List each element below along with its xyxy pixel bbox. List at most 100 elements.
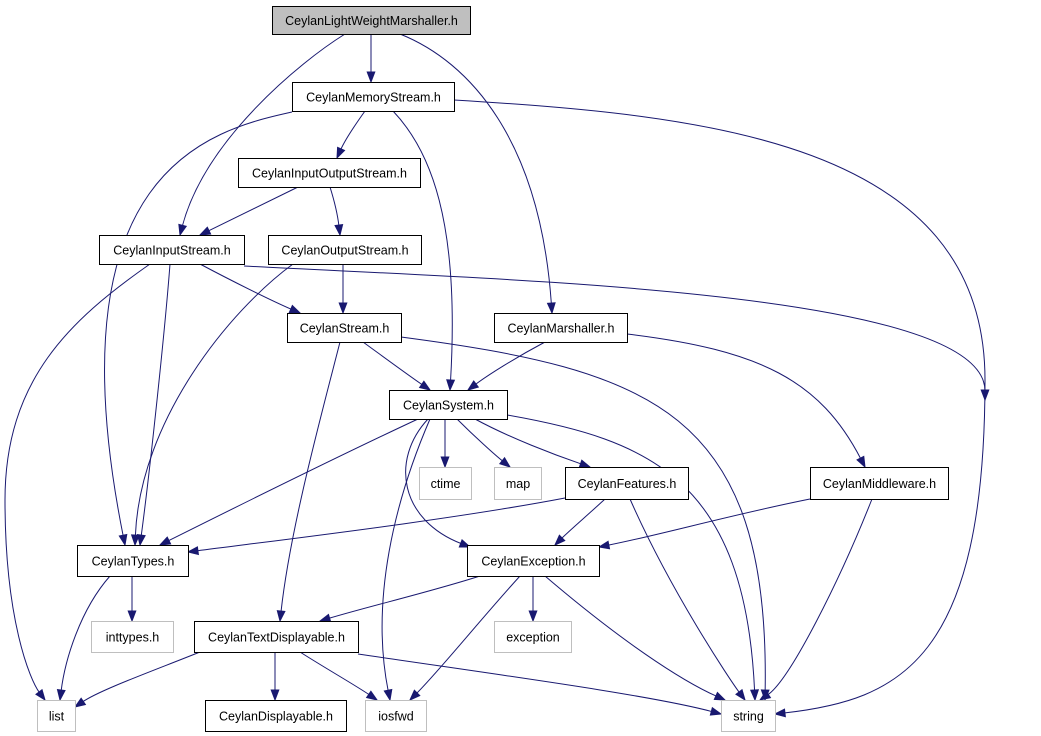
edge-line: [561, 498, 606, 539]
node-box: [467, 545, 600, 577]
node-middleware[interactable]: CeylanMiddleware.h: [810, 467, 949, 500]
node-box: [494, 313, 628, 343]
edge-instream-to-list: [4, 263, 151, 702]
node-features[interactable]: CeylanFeatures.h: [565, 467, 689, 500]
edge-textdisp-to-disp: [270, 651, 280, 702]
edge-exception_h-to-textdisp: [318, 575, 481, 623]
arrow-head-icon: [409, 689, 421, 701]
edge-memstream-to-system: [392, 110, 456, 392]
node-label: CeylanOutputStream.h: [281, 244, 408, 258]
node-iostream[interactable]: CeylanInputOutputStream.h: [238, 158, 421, 188]
arrow-head-icon: [198, 226, 212, 236]
node-exception_h[interactable]: CeylanException.h: [467, 545, 600, 577]
edge-line: [167, 418, 419, 542]
node-label: CeylanTypes.h: [92, 555, 175, 569]
arrow-head-icon: [270, 689, 280, 702]
arrow-head-icon: [546, 302, 556, 315]
edge-memstream-to-iostream: [336, 110, 366, 160]
arrow-head-icon: [158, 536, 172, 546]
node-exception: exception: [494, 621, 572, 653]
node-disp[interactable]: CeylanDisplayable.h: [205, 700, 347, 732]
edge-marshaller-to-system: [466, 341, 546, 391]
edge-middleware-to-exception_h: [597, 498, 811, 550]
edge-line: [357, 653, 713, 713]
node-label: inttypes.h: [106, 631, 160, 645]
edge-exception_h-to-exception: [528, 576, 538, 623]
node-ctime: ctime: [419, 467, 472, 500]
edge-line: [340, 110, 366, 150]
node-instream[interactable]: CeylanInputStream.h: [99, 235, 245, 265]
edge-system-to-map: [456, 418, 512, 468]
arrow-head-icon: [56, 689, 66, 702]
arrow-head-icon: [528, 610, 538, 623]
edge-memstream-to-types: [104, 111, 293, 547]
arrow-head-icon: [178, 223, 188, 237]
arrow-head-icon: [856, 455, 866, 469]
edge-exception_h-to-iosfwd: [409, 575, 521, 701]
edge-exception_h-to-string: [544, 575, 727, 701]
edge-line: [82, 651, 201, 703]
arrow-head-icon: [186, 546, 199, 556]
edge-line: [207, 186, 299, 232]
arrow-head-icon: [750, 689, 760, 702]
node-textdisp[interactable]: CeylanTextDisplayable.h: [194, 621, 359, 653]
arrow-head-icon: [758, 690, 772, 701]
node-list: list: [37, 700, 76, 732]
edge-outstream-to-stream: [338, 264, 348, 315]
node-label: iosfwd: [378, 710, 413, 724]
arrow-head-icon: [118, 533, 128, 547]
edge-line: [629, 498, 741, 694]
node-box: [37, 700, 76, 732]
edge-features-to-exception_h: [554, 498, 606, 546]
arrow-head-icon: [334, 224, 344, 237]
node-label: CeylanInputStream.h: [113, 244, 230, 258]
edge-line: [381, 418, 431, 692]
edge-features-to-types: [186, 497, 566, 556]
node-lwm[interactable]: CeylanLightWeightMarshaller.h: [272, 6, 471, 35]
node-box: [292, 82, 455, 112]
node-marshaller[interactable]: CeylanMarshaller.h: [494, 313, 628, 343]
node-label: CeylanMiddleware.h: [823, 477, 936, 491]
edge-line: [474, 418, 582, 465]
edge-line: [474, 341, 546, 386]
node-memstream[interactable]: CeylanMemoryStream.h: [292, 82, 455, 112]
node-label: string: [733, 710, 764, 724]
edge-types-to-inttypes: [127, 576, 137, 623]
arrow-head-icon: [773, 708, 786, 718]
node-box: [268, 235, 422, 265]
edge-line: [104, 111, 293, 537]
edge-line: [453, 99, 986, 714]
arrow-head-icon: [365, 690, 379, 701]
edge-line: [134, 263, 294, 537]
arrow-head-icon: [130, 534, 140, 547]
edge-line: [544, 575, 717, 697]
edge-line: [196, 497, 566, 552]
node-stream[interactable]: CeylanStream.h: [287, 313, 402, 343]
edges-layer: [4, 33, 990, 718]
edge-textdisp-to-list: [73, 651, 201, 708]
edge-marshaller-to-middleware: [626, 333, 866, 469]
edge-line: [329, 186, 340, 227]
arrow-head-icon: [127, 610, 137, 623]
node-box: [365, 700, 427, 732]
arrow-head-icon: [136, 533, 146, 547]
edge-line: [392, 110, 453, 382]
node-label: CeylanException.h: [481, 555, 585, 569]
edge-features-to-string: [629, 498, 746, 702]
edge-lwm-to-memstream: [366, 33, 376, 84]
edge-stream-to-textdisp: [276, 341, 341, 623]
node-types[interactable]: CeylanTypes.h: [77, 545, 189, 577]
arrow-head-icon: [498, 456, 512, 468]
edge-instream-to-stream: [199, 263, 302, 314]
edge-iostream-to-instream: [198, 186, 299, 236]
edge-line: [280, 341, 341, 613]
edge-instream-to-types: [136, 263, 171, 547]
edge-textdisp-to-iosfwd: [299, 651, 379, 701]
node-label: exception: [506, 631, 560, 645]
node-outstream[interactable]: CeylanOutputStream.h: [268, 235, 422, 265]
arrow-head-icon: [366, 71, 376, 84]
edge-line: [181, 33, 346, 227]
node-string: string: [721, 700, 776, 732]
node-box: [205, 700, 347, 732]
node-system[interactable]: CeylanSystem.h: [389, 390, 508, 420]
